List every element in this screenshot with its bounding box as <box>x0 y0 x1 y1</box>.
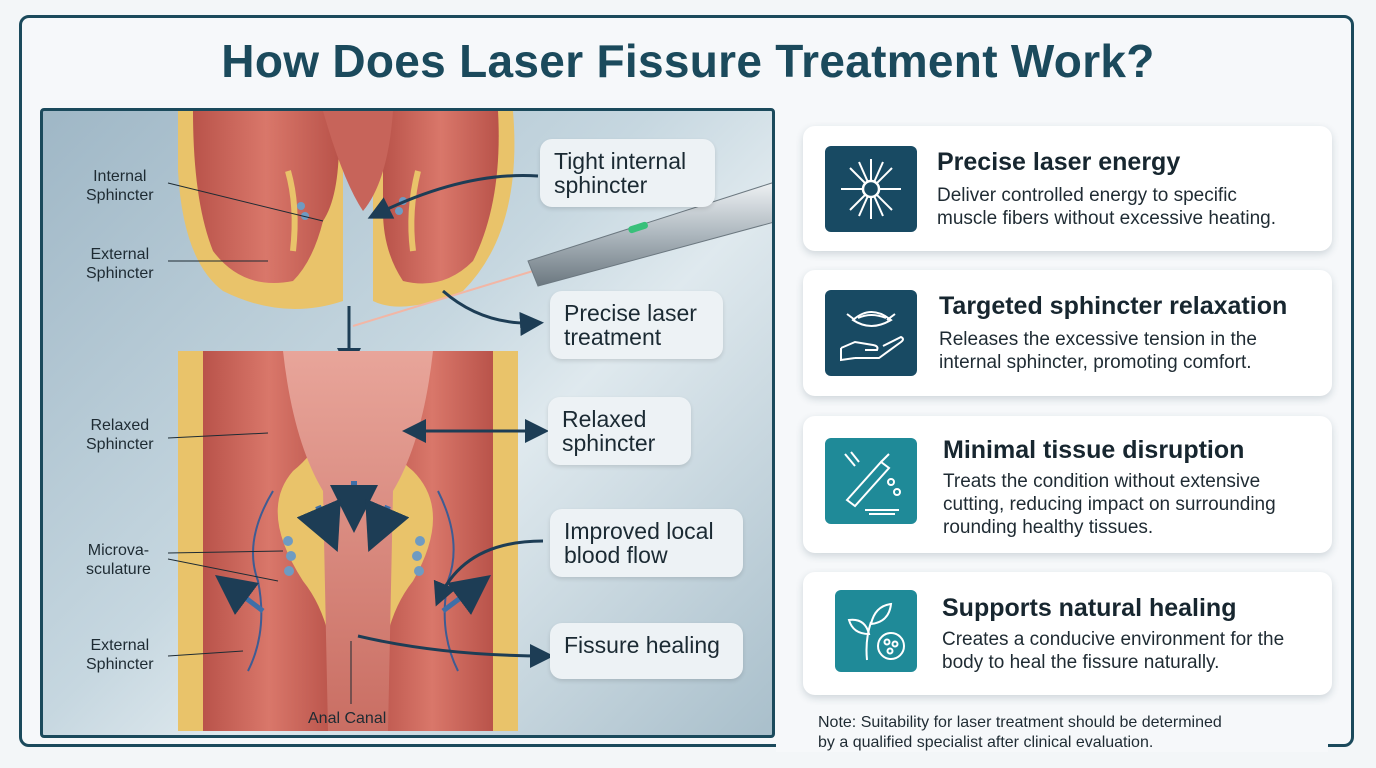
label-anal-canal: Anal Canal <box>308 710 387 727</box>
card-title: Supports natural healing <box>942 594 1237 622</box>
disclaimer-note: Note: Suitability for laser treatment sh… <box>818 714 1222 751</box>
laser-probe-icon <box>825 438 917 524</box>
card-precise-laser-energy: Precise laser energy Deliver controlled … <box>803 126 1332 251</box>
card-minimal-tissue-disruption: Minimal tissue disruption Treats the con… <box>803 416 1332 553</box>
card-supports-natural-healing: Supports natural healing Creates a condu… <box>803 572 1332 695</box>
callout-fissure-healing: Fissure healing <box>550 623 743 679</box>
laser-probe <box>352 182 772 327</box>
anatomy-drawing <box>167 111 772 731</box>
page-title: How Does Laser Fissure Treatment Work? <box>221 35 1155 87</box>
relaxed-sphincter-anatomy <box>178 351 518 731</box>
card-targeted-sphincter-relaxation: Targeted sphincter relaxation Releases t… <box>803 270 1332 396</box>
laser-burst-icon <box>825 146 917 232</box>
card-title: Targeted sphincter relaxation <box>939 292 1288 320</box>
plant-cells-icon <box>835 590 917 672</box>
frame-gap <box>776 742 1328 752</box>
tight-sphincter-anatomy <box>178 111 515 309</box>
card-title: Precise laser energy <box>937 148 1181 176</box>
muscle-hand-icon <box>825 290 917 376</box>
card-title: Minimal tissue disruption <box>943 436 1245 464</box>
label-microvasculature: Microva-sculature <box>86 542 151 578</box>
